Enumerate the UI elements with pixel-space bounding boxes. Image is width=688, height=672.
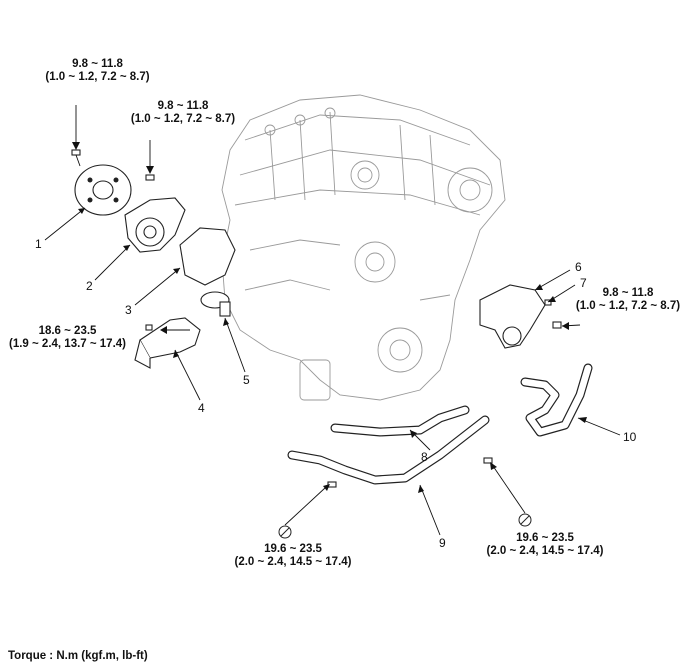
torque-label-hose-bolt-left: 19.6 ~ 23.5 (2.0 ~ 2.4, 14.5 ~ 17.4) [218,543,368,569]
callout-10: 10 [623,430,637,444]
callout-9: 9 [439,536,446,550]
torque-label-housing-bolt: 18.6 ~ 23.5 (1.9 ~ 2.4, 13.7 ~ 17.4) [0,325,135,351]
torque-value: 18.6 ~ 23.5 [38,325,97,337]
no-reuse-icon-right [518,513,532,527]
leader-lines [44,207,621,536]
gasket [179,227,236,286]
hose-bolts [327,457,493,488]
torque-value: 9.8 ~ 11.8 [602,287,654,299]
pulley-bolt [71,105,81,167]
torque-label-hose-bolt-right: 19.6 ~ 23.5 (2.0 ~ 2.4, 14.5 ~ 17.4) [470,532,620,558]
callout-6: 6 [575,260,582,274]
no-reuse-icon-left [278,525,292,539]
coolant-outlet-fitting [479,284,562,349]
torque-value: 19.6 ~ 23.5 [516,532,574,544]
torque-value-alt: (1.9 ~ 2.4, 13.7 ~ 17.4) [9,338,126,350]
water-pump-pulley [74,164,132,216]
torque-value: 9.8 ~ 11.8 [72,58,123,70]
engine-block [221,94,506,401]
thermostat [200,291,231,317]
callout-7: 7 [580,276,587,290]
hose-9 [287,415,490,485]
pump-bolt [145,140,155,181]
torque-units-note: Torque : N.m (kgf.m, lb-ft) [8,650,148,662]
torque-value-alt: (2.0 ~ 2.4, 14.5 ~ 17.4) [234,556,352,568]
callout-4: 4 [198,401,205,415]
torque-value-alt: (1.0 ~ 1.2, 7.2 ~ 8.7) [575,300,681,312]
water-pump [124,197,186,253]
callout-8: 8 [421,450,428,464]
hose-8 [330,405,470,437]
thermostat-housing [134,317,201,369]
callout-5: 5 [243,373,250,387]
torque-value-alt: (2.0 ~ 2.4, 14.5 ~ 17.4) [486,545,604,557]
torque-label-pulley-bolt: 9.8 ~ 11.8 (1.0 ~ 1.2, 7.2 ~ 8.7) [20,58,175,84]
callout-3: 3 [125,303,132,317]
callout-1: 1 [35,237,42,251]
torque-value: 9.8 ~ 11.8 [157,100,209,112]
callout-2: 2 [86,279,93,293]
torque-label-pump-bolt: 9.8 ~ 11.8 (1.0 ~ 1.2, 7.2 ~ 8.7) [103,100,263,126]
hose-10 [520,363,593,437]
torque-value-alt: (1.0 ~ 1.2, 7.2 ~ 8.7) [130,113,236,125]
torque-label-outlet-bolt: 9.8 ~ 11.8 (1.0 ~ 1.2, 7.2 ~ 8.7) [568,287,688,313]
torque-value-alt: (1.0 ~ 1.2, 7.2 ~ 8.7) [45,71,150,83]
torque-value: 19.6 ~ 23.5 [264,543,322,555]
